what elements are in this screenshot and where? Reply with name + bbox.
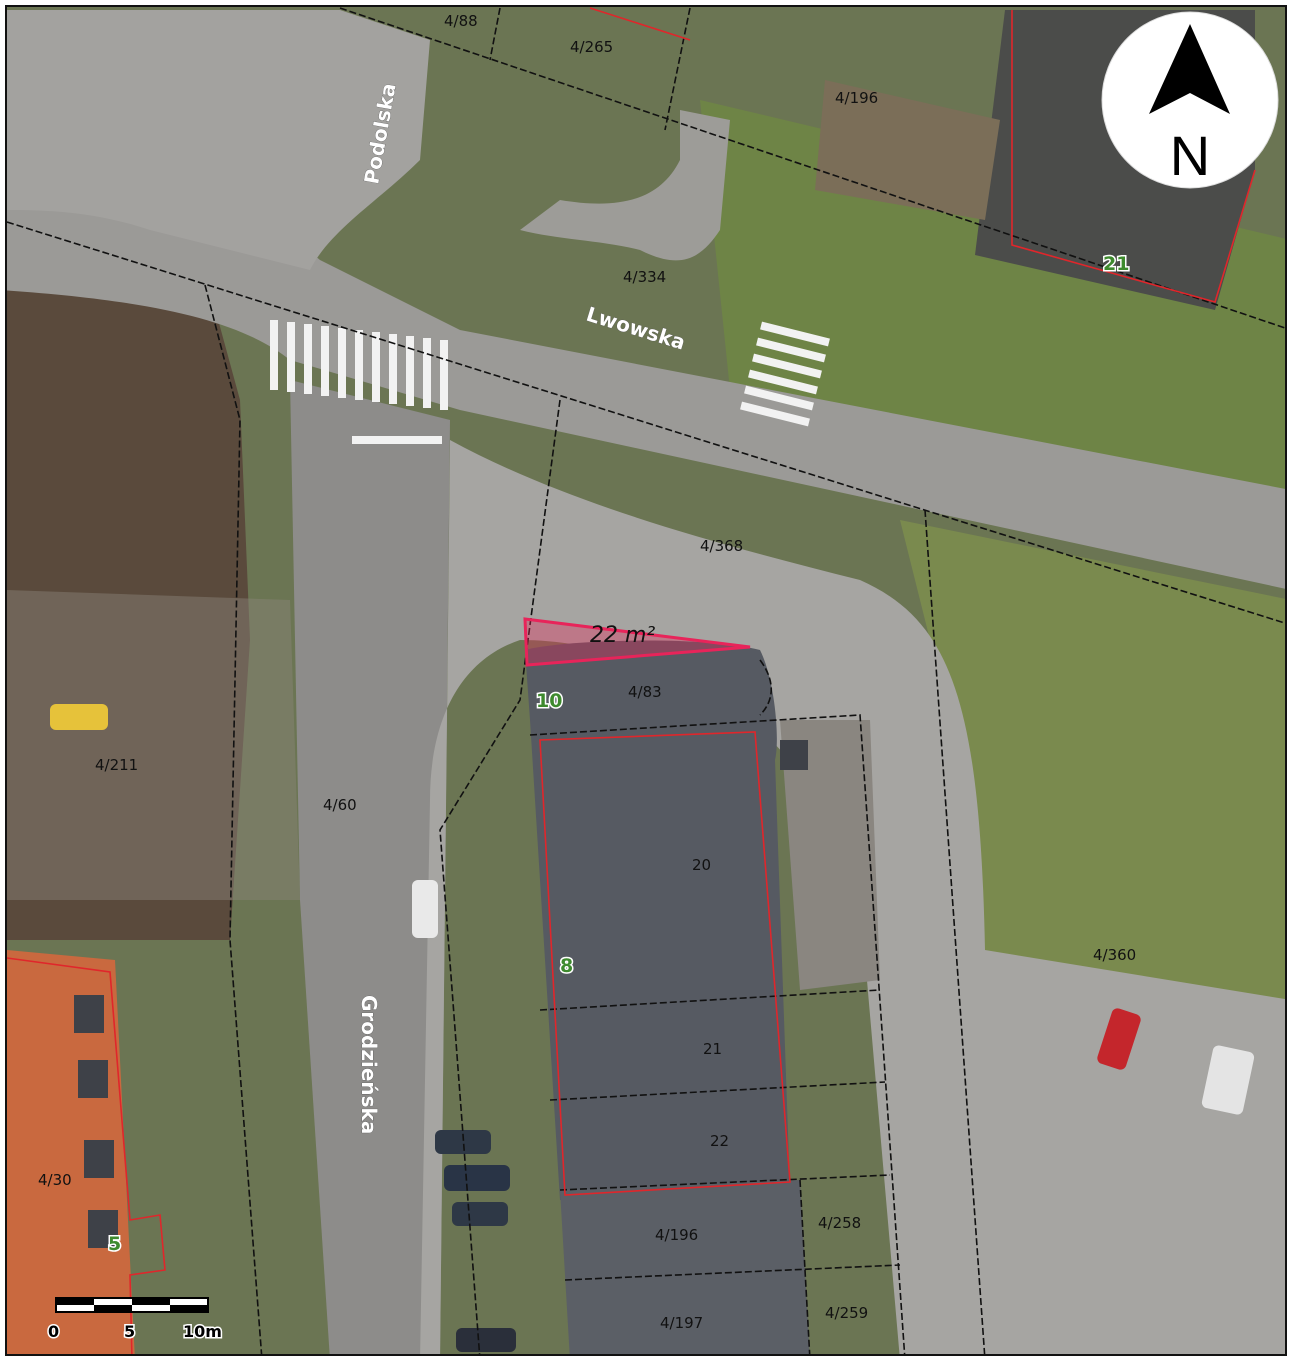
road-lwowska: [7, 150, 1285, 589]
road-grodzienska: [290, 380, 450, 1354]
parcel-label: 4/334: [623, 268, 666, 286]
crosswalk-east: [740, 321, 830, 427]
ownership-boundaries: [7, 7, 1256, 1354]
parcel-label: 4/368: [700, 537, 743, 555]
parcel-label: 22: [710, 1132, 729, 1150]
building-number: 5: [108, 1233, 121, 1255]
parcel-label: 4/197: [660, 1314, 703, 1332]
car-van-white: [1201, 1045, 1255, 1115]
building-orange: [7, 950, 135, 1354]
parcel-label: 4/83: [628, 683, 662, 701]
highlight-area-polygon[interactable]: [523, 617, 751, 667]
driveway: [520, 110, 730, 261]
parcel-label: 4/258: [818, 1214, 861, 1232]
grass-upper-right: [700, 100, 1285, 499]
parcel-label: 4/196: [835, 89, 878, 107]
parcel-label: 4/265: [570, 38, 613, 56]
scale-label: 5: [124, 1322, 135, 1341]
scale-bar: 0 5 10m: [47, 1297, 223, 1343]
parcel-label: 4/30: [38, 1171, 72, 1189]
tree-area-left: [7, 232, 250, 940]
road-podolska: [7, 10, 430, 270]
parking-lot: [420, 440, 1285, 1354]
scale-label: 0: [48, 1322, 59, 1341]
parcel-boundaries: [7, 7, 1285, 1354]
building-number: 8: [560, 955, 573, 977]
north-arrow: N: [1101, 11, 1279, 189]
car-dark-3: [452, 1202, 508, 1226]
north-arrow-pointer: [1149, 24, 1230, 114]
parcel-label: 4/211: [95, 756, 138, 774]
grass-area-right: [900, 520, 1285, 1000]
building-garage-lower: [560, 1180, 810, 1354]
building-number: 21: [1103, 253, 1129, 275]
parcel-label: 4/259: [825, 1304, 868, 1322]
parcel-label: 21: [703, 1040, 722, 1058]
car-white: [412, 880, 438, 938]
car-dark-1: [435, 1130, 491, 1154]
parcel-label: 20: [692, 856, 711, 874]
parcel-label: 4/360: [1093, 946, 1136, 964]
car-dark-2: [444, 1165, 510, 1191]
car-dark-4: [456, 1328, 516, 1352]
scale-label: 10m: [183, 1322, 222, 1341]
crosswalk-west: [270, 320, 448, 444]
building-annex: [780, 720, 880, 990]
pavement-strip: [7, 590, 300, 900]
parcel-label: 4/88: [444, 12, 478, 30]
highlight-area-label: 22 m²: [590, 623, 655, 648]
building-garage: [525, 640, 790, 1200]
north-arrow-letter: N: [1170, 124, 1210, 187]
car-yellow: [50, 704, 108, 730]
parcel-label: 4/196: [655, 1226, 698, 1244]
building-number: 10: [536, 690, 562, 712]
parcel-label: 4/60: [323, 796, 357, 814]
north-arrow-icon: [1101, 11, 1279, 189]
car-red: [1097, 1008, 1141, 1070]
solar-panels: [74, 740, 808, 1248]
street-label-grodzienska: Grodzieńska: [357, 995, 381, 1134]
